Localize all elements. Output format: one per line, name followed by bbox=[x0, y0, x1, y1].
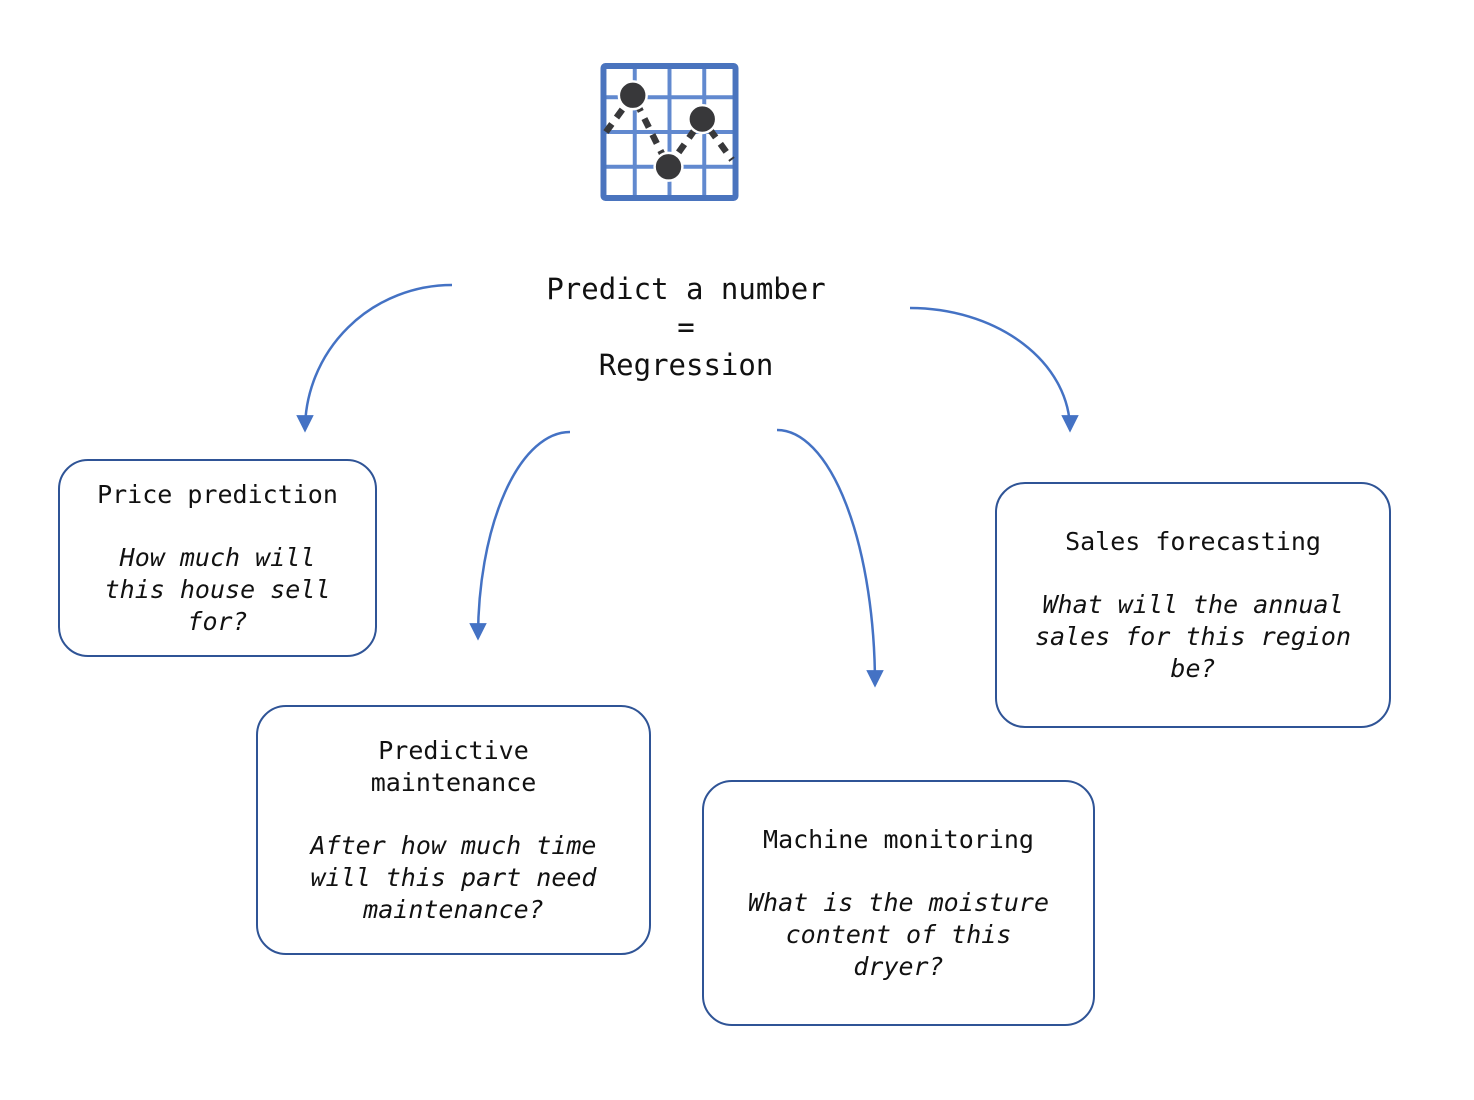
icon-data-point bbox=[687, 103, 718, 135]
box-predictive-maintenance: Predictive maintenance After how much ti… bbox=[256, 705, 651, 955]
arrow-to-machine-monitoring bbox=[776, 428, 884, 688]
line-chart-icon-graphic bbox=[600, 62, 739, 202]
box-price-prediction: Price prediction How much will this hous… bbox=[58, 459, 377, 657]
line-chart-icon bbox=[600, 62, 739, 202]
box-question: What is the moisture content of this dry… bbox=[747, 887, 1050, 981]
arrow-to-predictive-maintenance bbox=[469, 430, 571, 641]
box-heading: Predictive maintenance bbox=[370, 735, 537, 797]
box-heading: Price prediction bbox=[97, 479, 338, 509]
box-question: How much will this house sell for? bbox=[104, 542, 331, 636]
arrow-to-price-prediction bbox=[296, 283, 453, 433]
arrow-to-sales-forecasting bbox=[909, 306, 1079, 433]
icon-data-point bbox=[617, 80, 648, 111]
box-heading: Sales forecasting bbox=[1065, 526, 1321, 556]
box-sales-forecasting: Sales forecasting What will the annual s… bbox=[995, 482, 1391, 728]
box-heading: Machine monitoring bbox=[763, 824, 1034, 854]
box-question: What will the annual sales for this regi… bbox=[1034, 589, 1352, 683]
box-question: After how much time will this part need … bbox=[310, 830, 597, 924]
diagram-title: Predict a number = Regression bbox=[546, 272, 826, 382]
box-machine-monitoring: Machine monitoring What is the moisture … bbox=[702, 780, 1095, 1026]
icon-grid-frame bbox=[600, 62, 739, 202]
icon-data-point bbox=[653, 151, 684, 182]
